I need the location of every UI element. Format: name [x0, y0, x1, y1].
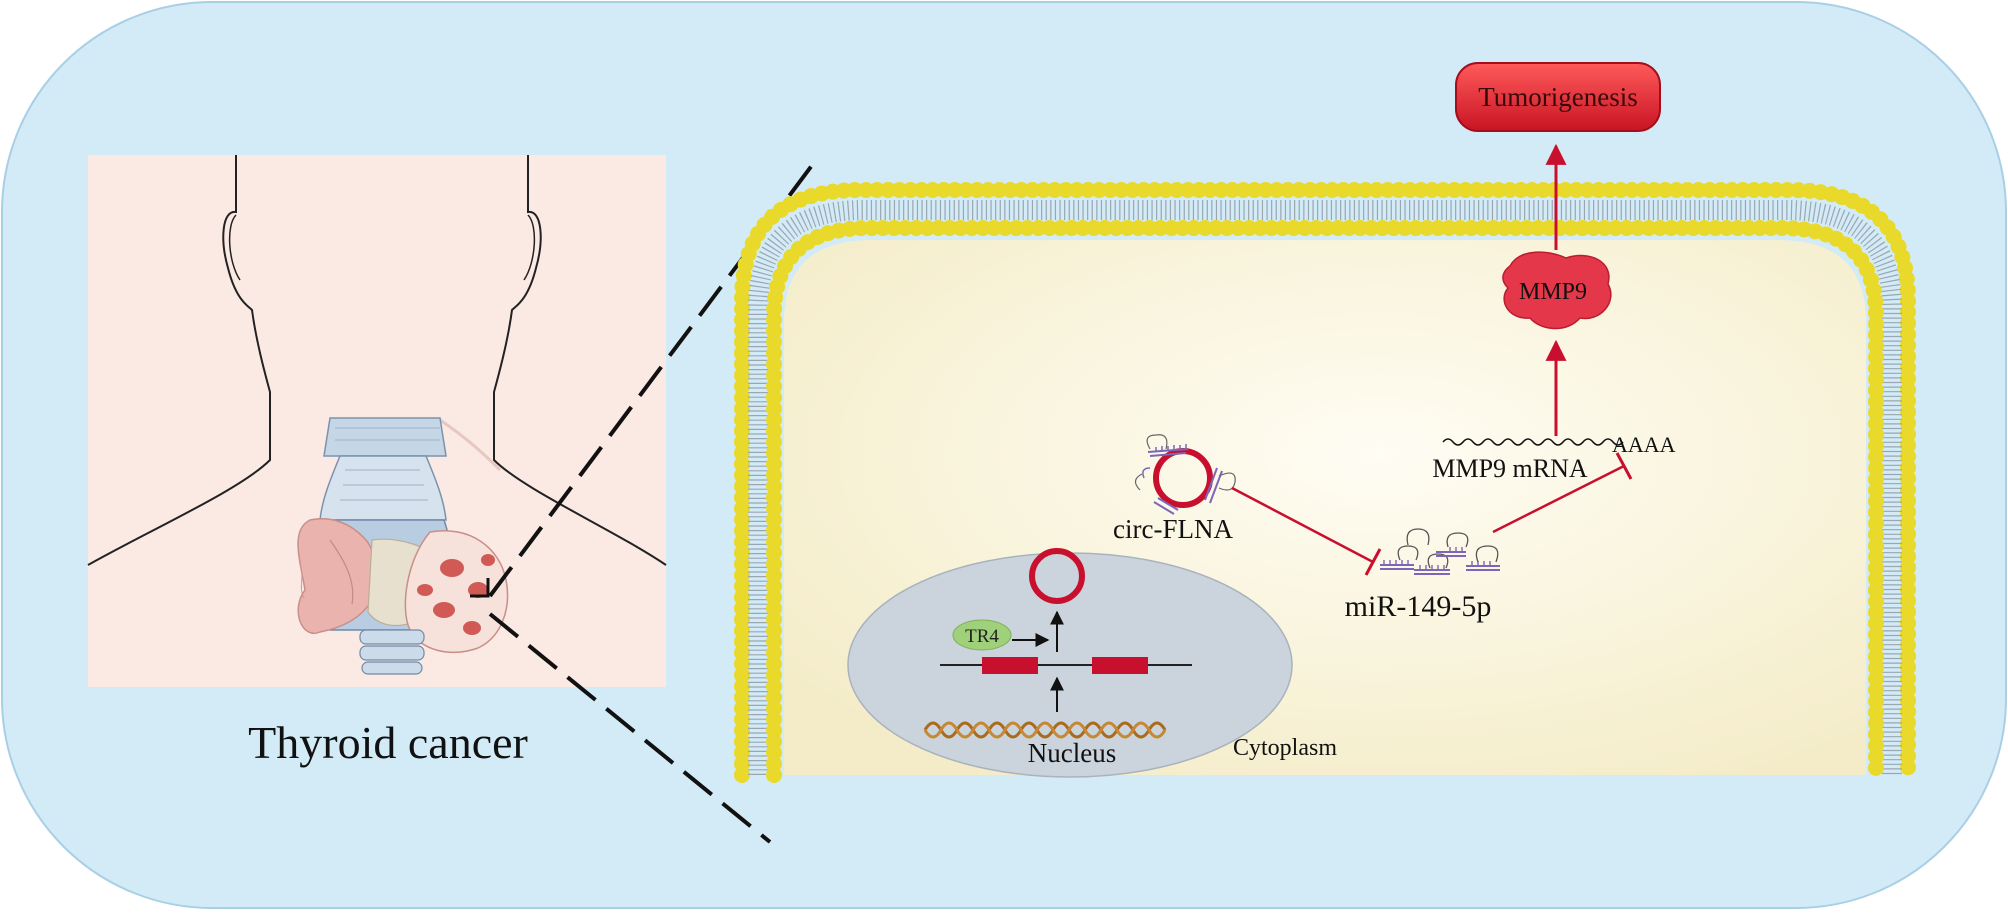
tumorigenesis-box — [1455, 62, 1661, 132]
polya-tail-label: AAAA — [1612, 432, 1676, 457]
thyroid-gland — [297, 518, 509, 654]
mir-inhibits-mrna-line — [1492, 464, 1625, 534]
neck-outline-right — [493, 155, 667, 566]
membrane-outer-beads — [734, 182, 1916, 783]
exon-1 — [982, 657, 1038, 674]
tr4-protein — [952, 619, 1012, 651]
circ-inhibits-mir-line — [1231, 486, 1374, 564]
circ-flna-complex — [1134, 434, 1236, 515]
mmp9-protein — [1502, 251, 1612, 330]
nucleus-label: Nucleus — [1028, 738, 1116, 768]
mmp9-mrna-label: MMP9 mRNA — [1432, 454, 1588, 483]
cytoplasm-label: Cytoplasm — [1233, 735, 1337, 761]
circ-flna-ring — [1153, 448, 1213, 508]
exon-2 — [1092, 657, 1148, 674]
thyroid-cancer-caption: Thyroid cancer — [248, 717, 528, 768]
mmp9-label: MMP9 — [1519, 279, 1587, 305]
neck-outline-left — [87, 155, 271, 566]
mir-149-5p-cluster — [1380, 528, 1500, 575]
nucleus: TR4 Nucleus — [847, 548, 1293, 778]
trachea — [359, 629, 425, 675]
mir-inhibits-mrna-bar — [1615, 452, 1633, 480]
neck-illustration — [87, 155, 667, 687]
membrane-inner-beads — [766, 220, 1884, 783]
tumorigenesis-label: Tumorigenesis — [1478, 82, 1638, 112]
nuclear-circrna — [1029, 548, 1085, 604]
dna-strand-1 — [923, 721, 1167, 739]
circ-flna-label: circ-FLNA — [1113, 514, 1233, 544]
tr4-label: TR4 — [965, 626, 999, 647]
zoom-line-bottom — [488, 612, 772, 844]
mir-149-5p-label: miR-149-5p — [1345, 590, 1492, 623]
circ-inhibits-mir-bar — [1364, 548, 1382, 576]
mmp9-mrna-strand — [1442, 438, 1624, 446]
dna-strand-2 — [923, 721, 1167, 739]
